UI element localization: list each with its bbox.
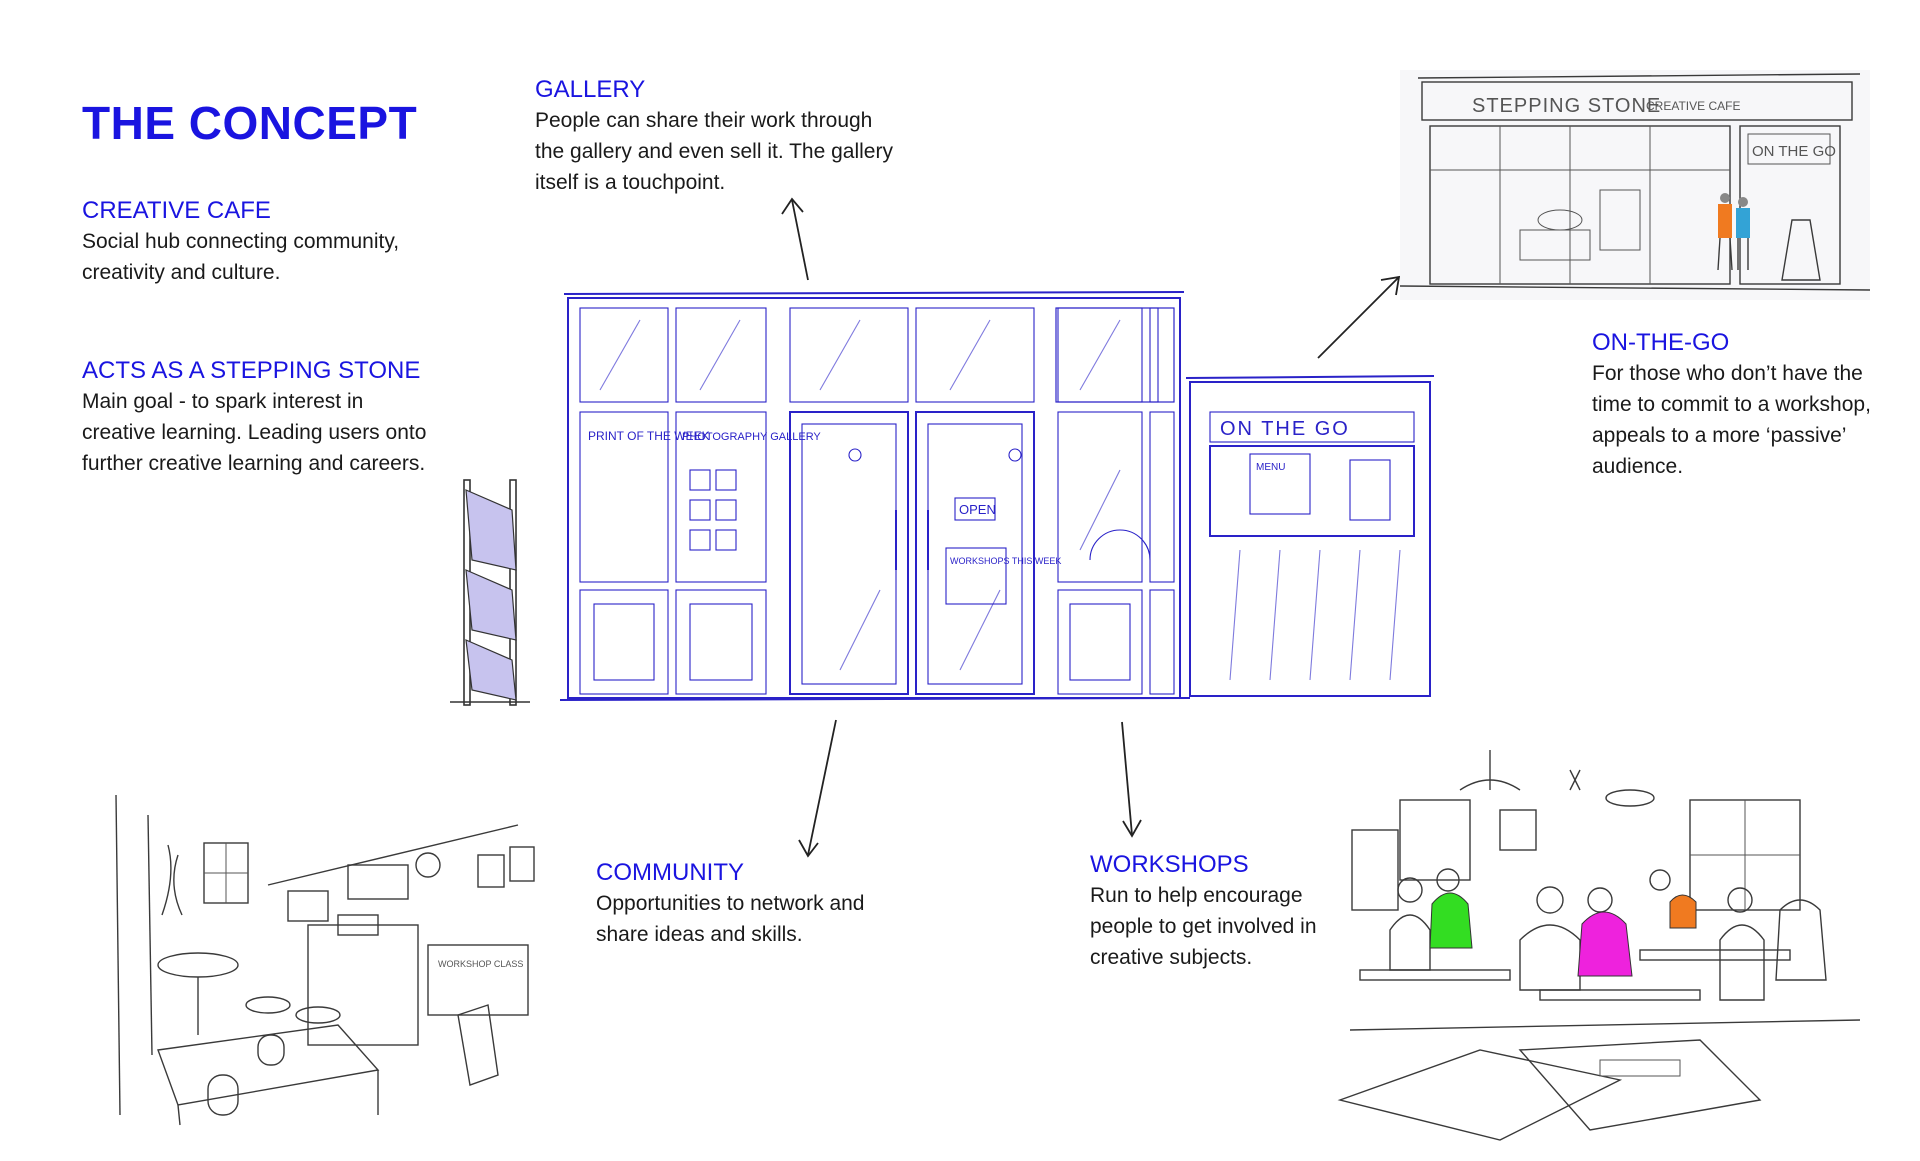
workshops-heading: WORKSHOPS bbox=[1090, 851, 1249, 878]
section-creative-cafe: CREATIVE CAFE Social hub connecting comm… bbox=[82, 196, 422, 288]
arrow-to-workshops bbox=[1121, 721, 1142, 838]
kiosk-photo-sign: ON THE GO bbox=[1752, 143, 1836, 160]
section-community: COMMUNITY Opportunities to network and s… bbox=[596, 858, 896, 950]
workshop-class-board: WORKSHOP CLASS bbox=[438, 959, 523, 969]
section-gallery: GALLERY People can share their work thro… bbox=[535, 75, 905, 198]
kiosk-menu: MENU bbox=[1256, 462, 1285, 473]
stepping-stone-body: Main goal - to spark interest in creativ… bbox=[82, 390, 427, 475]
workshop-sketch bbox=[1337, 750, 1861, 1141]
workshops-sign: WORKSHOPS THIS WEEK bbox=[950, 556, 1061, 566]
kiosk-sketch: ON THE GO MENU bbox=[1185, 375, 1435, 697]
section-workshops: WORKSHOPS Run to help encourage people t… bbox=[1090, 850, 1340, 973]
shop-name-sign: STEPPING STONE bbox=[1472, 95, 1661, 117]
creative-cafe-body: Social hub connecting community, creativ… bbox=[82, 230, 400, 284]
kiosk-sign: ON THE GO bbox=[1220, 418, 1350, 440]
section-stepping-stone: ACTS AS A STEPPING STONE Main goal - to … bbox=[82, 356, 442, 479]
creative-cafe-heading: CREATIVE CAFE bbox=[82, 197, 271, 224]
gallery-heading: GALLERY bbox=[535, 76, 646, 103]
stepping-stone-heading: ACTS AS A STEPPING STONE bbox=[82, 357, 421, 384]
magazine-rack bbox=[450, 479, 530, 706]
arrow-to-gallery bbox=[781, 197, 809, 281]
photography-gallery-sign: PHOTOGRAPHY GALLERY bbox=[682, 431, 821, 443]
community-body: Opportunities to network and share ideas… bbox=[596, 892, 865, 946]
cafe-interior-sketch: WORKSHOP CLASS bbox=[115, 794, 535, 1126]
gallery-body: People can share their work through the … bbox=[535, 109, 893, 194]
on-the-go-heading: ON-THE-GO bbox=[1592, 329, 1730, 356]
on-the-go-body: For those who don’t have the time to com… bbox=[1592, 362, 1871, 478]
storefront-sketch: PRINT OF THE WEEK PHOTOGRAPHY GALLERY OP… bbox=[450, 291, 1435, 706]
community-heading: COMMUNITY bbox=[596, 859, 744, 886]
print-of-week-sign: PRINT OF THE WEEK bbox=[588, 429, 710, 443]
section-on-the-go: ON-THE-GO For those who don’t have the t… bbox=[1592, 328, 1892, 482]
storefront-photo-sketch: STEPPING STONE CREATIVE CAFE ON THE GO bbox=[1399, 70, 1871, 300]
arrow-to-on-the-go bbox=[1317, 275, 1401, 359]
shop-sub-sign: CREATIVE CAFE bbox=[1646, 99, 1740, 113]
workshops-body: Run to help encourage people to get invo… bbox=[1090, 884, 1317, 969]
open-sign: OPEN bbox=[959, 502, 996, 517]
arrow-to-community bbox=[798, 719, 837, 858]
page-title: THE CONCEPT bbox=[82, 97, 418, 149]
